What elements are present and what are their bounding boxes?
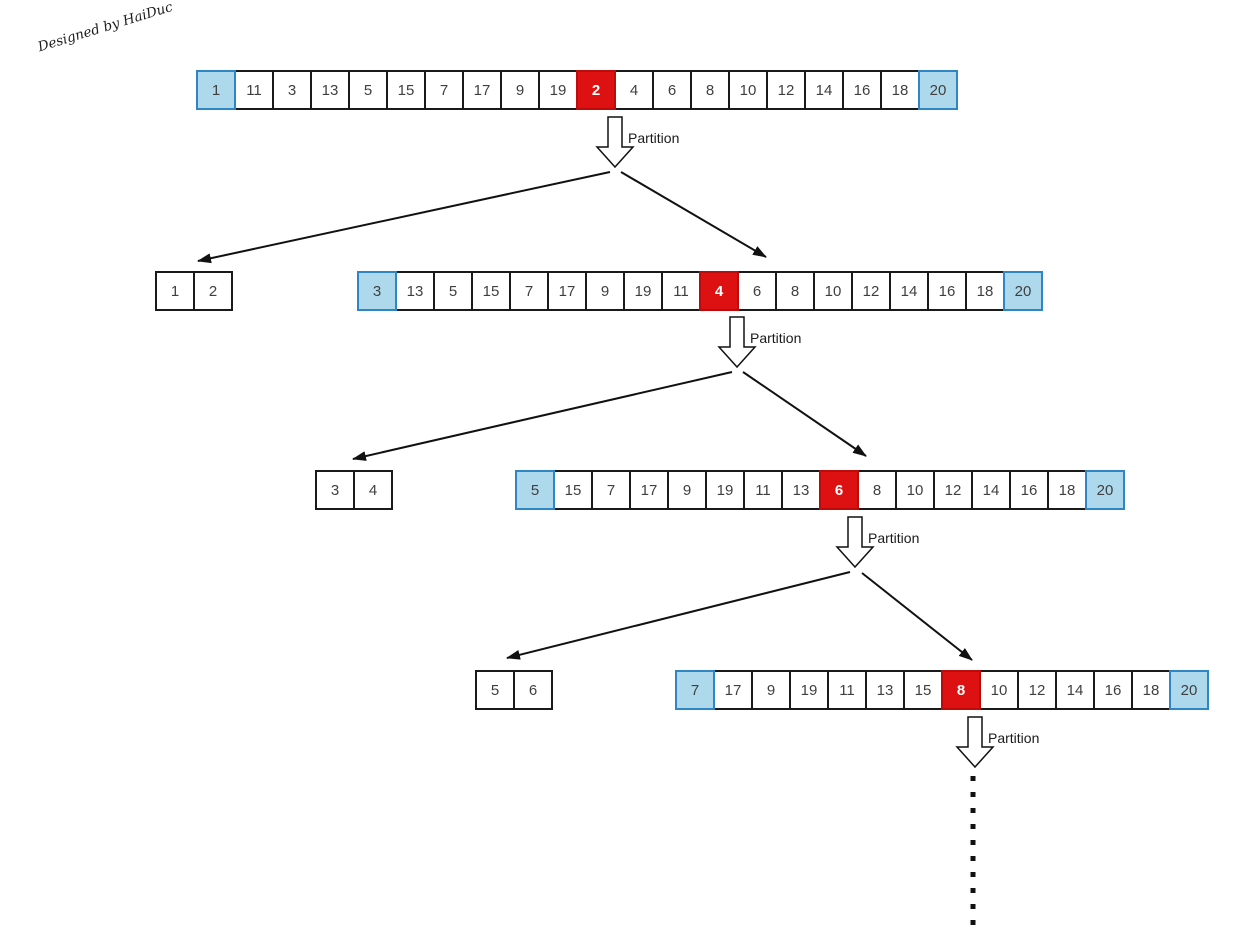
array-cell: 5 xyxy=(348,70,388,110)
array-cell: 10 xyxy=(813,271,853,311)
array-cell: 5 xyxy=(433,271,473,311)
array-cell: 10 xyxy=(979,670,1019,710)
array-cell: 3 xyxy=(315,470,355,510)
pivot-cell: 2 xyxy=(576,70,616,110)
array-cell: 7 xyxy=(591,470,631,510)
array-cell: 8 xyxy=(690,70,730,110)
array-cell: 19 xyxy=(538,70,578,110)
array-cell: 19 xyxy=(705,470,745,510)
partition-label: Partition xyxy=(868,530,920,546)
array-cell: 13 xyxy=(865,670,905,710)
boundary-cell: 5 xyxy=(515,470,555,510)
array-cell: 16 xyxy=(842,70,882,110)
array-cell: 5 xyxy=(475,670,515,710)
array-cell: 13 xyxy=(395,271,435,311)
array-cell: 11 xyxy=(827,670,867,710)
array-cell: 17 xyxy=(713,670,753,710)
partition-label: Partition xyxy=(988,730,1040,746)
array-cell: 8 xyxy=(857,470,897,510)
array-cell: 6 xyxy=(513,670,553,710)
array-cell: 14 xyxy=(804,70,844,110)
array-cell: 17 xyxy=(547,271,587,311)
array-cell: 6 xyxy=(652,70,692,110)
array-cell: 12 xyxy=(851,271,891,311)
array-cell: 4 xyxy=(614,70,654,110)
boundary-cell: 20 xyxy=(1085,470,1125,510)
pivot-cell: 6 xyxy=(819,470,859,510)
array-cell: 15 xyxy=(553,470,593,510)
array-cell: 13 xyxy=(310,70,350,110)
array-cell: 11 xyxy=(743,470,783,510)
split-arrow xyxy=(861,572,973,661)
array-cell: 9 xyxy=(751,670,791,710)
array-cell: 18 xyxy=(1047,470,1087,510)
array-cell: 19 xyxy=(623,271,663,311)
array-cell: 13 xyxy=(781,470,821,510)
pivot-cell: 4 xyxy=(699,271,739,311)
credit-text: Designed by HaiDuc xyxy=(36,0,175,56)
array-cell: 10 xyxy=(728,70,768,110)
split-arrow xyxy=(352,371,733,461)
boundary-cell: 20 xyxy=(1169,670,1209,710)
array-cell: 16 xyxy=(1009,470,1049,510)
array-cell: 4 xyxy=(353,470,393,510)
array-cell: 12 xyxy=(933,470,973,510)
split-arrow xyxy=(197,171,611,264)
array-cell: 18 xyxy=(965,271,1005,311)
array-cell: 15 xyxy=(903,670,943,710)
array-cell: 6 xyxy=(737,271,777,311)
split-arrow xyxy=(742,371,867,457)
split-arrow xyxy=(620,171,767,258)
split-arrows xyxy=(197,171,973,661)
array-cell: 2 xyxy=(193,271,233,311)
array-cell: 12 xyxy=(1017,670,1057,710)
array-cell: 14 xyxy=(971,470,1011,510)
boundary-cell: 1 xyxy=(196,70,236,110)
array-cell: 12 xyxy=(766,70,806,110)
array-cell: 7 xyxy=(424,70,464,110)
array-cell: 16 xyxy=(1093,670,1133,710)
array-cell: 15 xyxy=(471,271,511,311)
array-cell: 15 xyxy=(386,70,426,110)
array-cell: 18 xyxy=(880,70,920,110)
partition-label: Partition xyxy=(750,330,802,346)
array-cell: 16 xyxy=(927,271,967,311)
array-cell: 18 xyxy=(1131,670,1171,710)
partition-label: Partition xyxy=(628,130,680,146)
boundary-cell: 20 xyxy=(1003,271,1043,311)
boundary-cell: 3 xyxy=(357,271,397,311)
array-cell: 9 xyxy=(500,70,540,110)
boundary-cell: 7 xyxy=(675,670,715,710)
array-cell: 17 xyxy=(629,470,669,510)
array-cell: 14 xyxy=(889,271,929,311)
array-cell: 11 xyxy=(234,70,274,110)
pivot-cell: 8 xyxy=(941,670,981,710)
array-cell: 11 xyxy=(661,271,701,311)
array-cell: 8 xyxy=(775,271,815,311)
array-cell: 19 xyxy=(789,670,829,710)
array-cell: 9 xyxy=(585,271,625,311)
array-cell: 9 xyxy=(667,470,707,510)
array-cell: 17 xyxy=(462,70,502,110)
array-cell: 10 xyxy=(895,470,935,510)
array-cell: 3 xyxy=(272,70,312,110)
array-cell: 7 xyxy=(509,271,549,311)
split-arrow xyxy=(506,571,851,660)
boundary-cell: 20 xyxy=(918,70,958,110)
array-cell: 1 xyxy=(155,271,195,311)
array-cell: 14 xyxy=(1055,670,1095,710)
